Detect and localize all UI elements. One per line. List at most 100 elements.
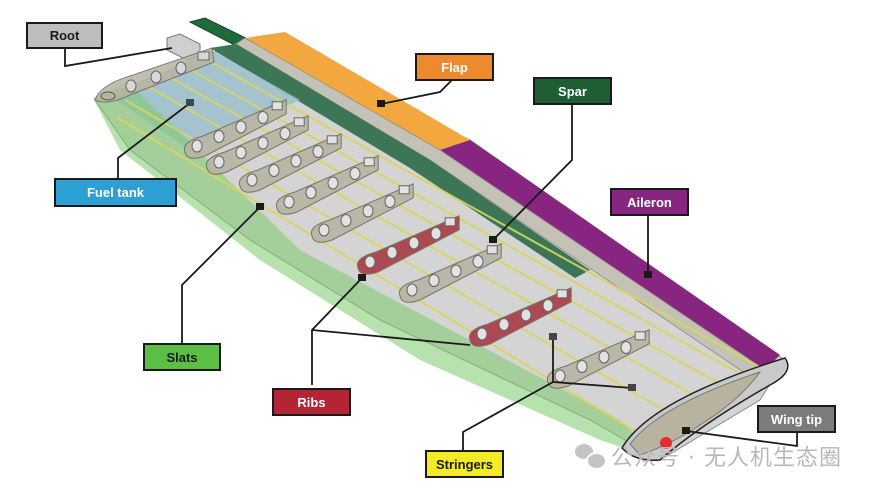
leader-stringers-2 — [552, 381, 633, 389]
stringer-cutout — [444, 217, 456, 227]
lightening-hole — [257, 111, 269, 124]
flap-surface — [245, 32, 470, 150]
label-flap-text: Flap — [441, 59, 468, 75]
label-stringers-text: Stringers — [435, 456, 494, 472]
lightening-hole — [554, 369, 566, 383]
lightening-hole — [349, 167, 361, 180]
leader-wing-tip — [685, 430, 798, 448]
label-spar-text: Spar — [558, 83, 587, 99]
rib — [275, 155, 379, 215]
leader-root — [64, 47, 173, 68]
lightening-hole — [279, 127, 291, 140]
label-root-text: Root — [49, 28, 80, 43]
watermark-text: 公众号 · 无人机生态圈 — [611, 446, 842, 471]
leader-slats — [181, 206, 261, 343]
label-wing-tip: Wing tip — [757, 405, 836, 433]
lightening-hole — [283, 195, 295, 209]
leader-ribs-2 — [311, 329, 471, 346]
label-ribs: Ribs — [272, 388, 351, 416]
leader-lines — [64, 47, 798, 450]
wing-tip-light — [660, 437, 672, 449]
lightening-hole — [598, 350, 610, 364]
rib — [238, 133, 342, 193]
anchor-fuel-tank — [186, 99, 194, 106]
stringer-cutout — [363, 157, 375, 167]
rib — [310, 183, 414, 243]
anchor-flap — [377, 100, 385, 107]
lightening-hole — [312, 145, 324, 158]
anchor-wing-tip — [682, 427, 690, 434]
lightening-hole — [246, 173, 258, 187]
lightening-hole — [340, 214, 352, 227]
lightening-hole — [406, 283, 418, 297]
stringer-cutout — [326, 135, 338, 145]
anchor-aileron — [644, 271, 652, 278]
leader-spar — [492, 104, 573, 241]
lightening-hole — [476, 327, 488, 341]
label-aileron-text: Aileron — [627, 194, 672, 210]
lightening-hole — [520, 308, 532, 322]
leader-flap — [380, 79, 453, 105]
label-slats: Slats — [143, 343, 221, 371]
label-stringers: Stringers — [425, 450, 504, 478]
anchor-ribs — [358, 274, 366, 281]
lightening-hole — [213, 130, 225, 143]
label-flap: Flap — [415, 53, 494, 81]
stringer-cutout — [486, 245, 498, 255]
rib — [183, 99, 287, 159]
label-spar: Spar — [533, 77, 612, 105]
leader-stringers — [462, 336, 554, 450]
wechat-icon — [575, 444, 607, 470]
lightening-hole — [576, 360, 588, 373]
lightening-hole — [290, 154, 302, 168]
label-slats-text: Slats — [166, 349, 198, 365]
ribs-group — [183, 99, 650, 389]
wing-tip — [621, 357, 789, 461]
lightening-hole — [213, 155, 225, 169]
lightening-hole — [386, 246, 398, 259]
lightening-hole — [235, 120, 247, 134]
stringer — [199, 55, 766, 371]
lightening-hole — [542, 299, 554, 312]
lightening-hole — [257, 136, 269, 150]
lightening-hole — [430, 227, 442, 240]
rib-red — [468, 287, 572, 347]
rib-root — [94, 47, 215, 103]
lightening-hole — [327, 176, 339, 190]
stringer-cutout — [293, 117, 305, 127]
lightening-hole — [305, 186, 317, 199]
lightening-hole — [318, 223, 330, 237]
rib-red — [356, 215, 460, 275]
label-aileron: Aileron — [610, 188, 689, 216]
lightening-hole — [450, 264, 462, 278]
label-fuel-tank-text: Fuel tank — [86, 185, 145, 200]
lightening-hole — [235, 146, 247, 159]
anchor-slats — [256, 203, 264, 210]
aileron-surface — [440, 140, 780, 370]
stringer-cutout — [271, 101, 283, 111]
lightening-hole — [191, 139, 203, 153]
lightening-hole — [472, 255, 484, 268]
label-fuel-tank: Fuel tank — [54, 178, 177, 207]
label-ribs-text: Ribs — [297, 394, 326, 410]
watermark: 公众号 · 无人机生态圈 — [575, 440, 842, 472]
lightening-hole — [498, 318, 510, 331]
slats-surface — [93, 82, 660, 460]
rib — [398, 243, 502, 303]
lightening-hole — [384, 195, 396, 208]
anchor-spar — [489, 236, 497, 243]
stringer-cutout — [634, 331, 646, 341]
lightening-hole — [268, 164, 280, 177]
rib — [205, 115, 309, 175]
lightening-hole — [408, 236, 420, 250]
lightening-hole — [364, 255, 376, 269]
lightening-hole — [428, 274, 440, 287]
anchor-stringers-2 — [628, 384, 636, 391]
label-wing-tip-text: Wing tip — [770, 411, 823, 427]
label-root: Root — [26, 22, 103, 49]
lightening-hole — [620, 341, 632, 354]
stringer-cutout — [556, 289, 568, 299]
lightening-hole — [362, 204, 374, 218]
anchor-stringers — [549, 333, 557, 340]
